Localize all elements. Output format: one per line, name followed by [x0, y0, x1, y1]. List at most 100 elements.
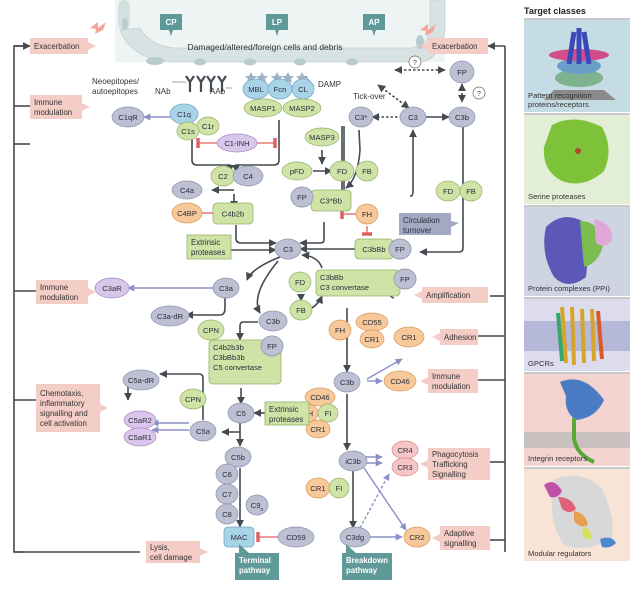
node-c5a: C5a: [189, 420, 217, 442]
node-c5a-dr: C5a-dR: [122, 369, 160, 391]
node-label: C1q: [177, 110, 191, 119]
svg-text:modulation: modulation: [432, 382, 470, 391]
svg-text:Immune: Immune: [34, 98, 62, 107]
node-c1r: C1r: [196, 116, 220, 136]
outcome-exacerbation-right: Exacerbation: [420, 38, 488, 54]
svg-text:Terminal: Terminal: [239, 556, 271, 565]
node-label: CD55: [362, 318, 381, 327]
node-pfd: pFD: [281, 161, 313, 181]
node-fd2: FD: [435, 180, 461, 202]
target-class-structure-image: [524, 374, 630, 466]
node-c1inh: C1-INH: [216, 133, 258, 153]
target-class-panel-5: Modular regulators: [524, 467, 630, 561]
node-fp-conv-overlay: FP: [393, 268, 417, 290]
node-fi1: FI: [317, 403, 339, 423]
node-c5b: C5b: [224, 446, 252, 468]
node-label: CR1: [364, 335, 379, 344]
node-label: FP: [457, 68, 467, 77]
node-cpn1: CPN: [197, 319, 225, 341]
target-class-label: GPCRs: [528, 359, 554, 368]
node-cd59: CD59: [277, 526, 315, 548]
node-fp-star-overlay: FP: [290, 186, 314, 208]
node-fcn: Fcn: [267, 78, 293, 100]
node-cd46-a: CD46: [383, 370, 417, 392]
node-label: CR1: [310, 484, 325, 493]
node-label: C4: [243, 172, 253, 181]
node-c3star: C3*: [348, 106, 374, 128]
node-label: Fcn: [274, 85, 287, 94]
node-label: CD46: [390, 377, 409, 386]
aab-label: AAb: [210, 87, 226, 96]
node-c5: C5: [227, 402, 255, 424]
target-class-panel-1: Serine proteases: [524, 113, 630, 204]
svg-text:Immune: Immune: [40, 283, 68, 292]
node-label: C5aR1: [128, 433, 152, 442]
node-label: CD59: [286, 533, 305, 542]
svg-text:signalling: signalling: [444, 539, 477, 548]
node-label: C5b: [231, 453, 245, 462]
svg-text:Exacerbation: Exacerbation: [432, 42, 478, 51]
node-c4: C4: [232, 165, 264, 187]
node-label: FH: [362, 210, 372, 219]
node-label: C1r: [202, 122, 215, 131]
svg-text:?: ?: [413, 60, 417, 67]
node-label: FI: [336, 484, 343, 493]
node-cr1-adh: CR1: [393, 326, 425, 348]
node-label: C6: [222, 470, 232, 479]
cell-caption: Damaged/altered/foreign cells and debris: [188, 42, 343, 52]
node-c3b-mid: C3b: [258, 310, 288, 332]
node-label: FD: [337, 167, 348, 176]
target-class-panel-3: GPCRs: [524, 297, 630, 371]
node-label: C5aR2: [128, 416, 152, 425]
node-c3: C3: [274, 238, 302, 260]
node-masp2: MASP2: [282, 98, 322, 118]
svg-text:MAC: MAC: [231, 533, 248, 542]
svg-text:C3bBb: C3bBb: [320, 273, 343, 282]
node-label: CR1: [310, 425, 325, 434]
node-fi2: FI: [328, 477, 350, 499]
node-c3b-low: C3b: [333, 371, 361, 393]
damage-bolt-icon: [90, 22, 106, 34]
target-class-panel-2: Protein complexes (PPI): [524, 205, 630, 296]
node-fd3: FD: [288, 271, 312, 293]
svg-text:C3*Bb: C3*Bb: [320, 197, 342, 206]
node-cd46-b: CD46: [304, 387, 336, 407]
node-cr2: CR2: [403, 526, 431, 548]
node-label: C3: [283, 245, 293, 254]
node-label: C2: [218, 172, 228, 181]
node-c1q: C1q: [169, 103, 199, 125]
node-c3-top: C3: [399, 106, 427, 128]
node-cr4: CR4: [391, 440, 419, 460]
node-mbl: MBL: [242, 78, 270, 100]
node-label: CR3: [397, 463, 412, 472]
svg-text:pathway: pathway: [239, 566, 271, 575]
node-label: C3dg: [346, 533, 364, 542]
node-c3a-dr: C3a-dR: [150, 305, 190, 327]
svg-text:Lysis,: Lysis,: [150, 543, 170, 552]
svg-text:C5 convertase: C5 convertase: [213, 363, 262, 372]
node-label: CR2: [409, 533, 424, 542]
node-cl: CL: [291, 78, 315, 100]
svg-text:AP: AP: [368, 18, 380, 27]
svg-text:C4b2b3b: C4b2b3b: [213, 343, 244, 352]
svg-text:turnover: turnover: [403, 226, 432, 235]
node-label: CPN: [185, 395, 201, 404]
node-label: C1s: [181, 127, 195, 136]
node-c7: C7: [215, 483, 239, 505]
node-label: FI: [325, 409, 332, 418]
node-label: MASP2: [289, 104, 315, 113]
node-fb1: FB: [355, 160, 379, 182]
node-label: FH: [335, 326, 345, 335]
svg-text:Breakdown: Breakdown: [346, 556, 388, 565]
svg-text:Adaptive: Adaptive: [444, 529, 474, 538]
target-class-label: Integrin receptors: [528, 454, 588, 463]
pathway-flag-ap: AP: [363, 14, 385, 36]
